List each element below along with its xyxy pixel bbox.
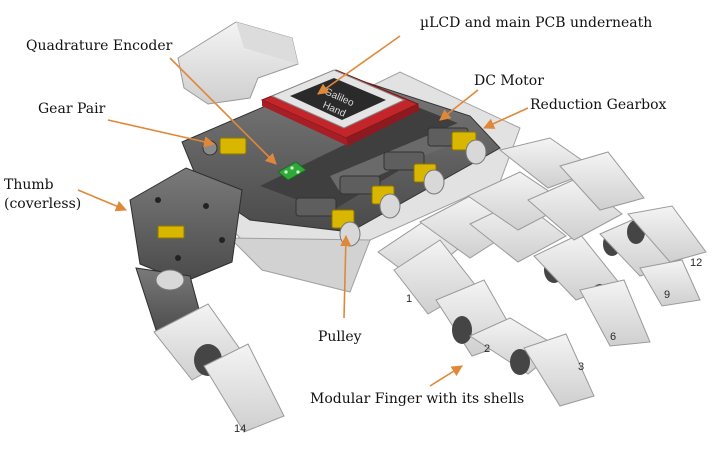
gear-pair bbox=[202, 137, 247, 156]
label-modular-finger: Modular Finger with its shells bbox=[310, 391, 525, 407]
label-lcd-pcb: µLCD and main PCB underneath bbox=[420, 15, 653, 31]
finger-number-labels: 1 2 3 6 9 12 14 bbox=[234, 257, 702, 435]
finger-number-9: 9 bbox=[664, 289, 670, 301]
quadrature-encoder bbox=[277, 161, 307, 181]
label-dc-motor: DC Motor bbox=[474, 73, 544, 89]
arrow-pulley bbox=[340, 234, 352, 319]
finger-little bbox=[498, 137, 707, 263]
label-gear-pair: Gear Pair bbox=[38, 101, 106, 117]
finger-number-2: 2 bbox=[484, 343, 490, 355]
arrow-modular-finger bbox=[429, 365, 463, 387]
finger-number-12: 12 bbox=[690, 257, 702, 269]
finger-number-3: 3 bbox=[578, 361, 584, 373]
arrow-thumb bbox=[77, 189, 128, 212]
arrow-encoder bbox=[169, 57, 277, 165]
arrow-dc-motor bbox=[439, 89, 479, 121]
label-reduction-gearbox: Reduction Gearbox bbox=[530, 97, 667, 113]
motor-1 bbox=[295, 197, 361, 247]
thumb-assembly bbox=[129, 167, 285, 433]
motor-row bbox=[295, 127, 487, 247]
finger-ring bbox=[466, 171, 701, 307]
motor-4 bbox=[427, 127, 487, 165]
finger-number-1: 1 bbox=[406, 293, 412, 305]
label-thumb-coverless: (coverless) bbox=[4, 196, 82, 212]
callout-arrows bbox=[77, 35, 529, 387]
wrist-block bbox=[177, 21, 299, 105]
motor-3 bbox=[383, 151, 445, 195]
finger-number-6: 6 bbox=[610, 331, 616, 343]
label-thumb: Thumb bbox=[4, 177, 54, 193]
arrow-gear-pair bbox=[107, 119, 216, 148]
motor-2 bbox=[339, 175, 401, 219]
lcd-module: Galileo Hand bbox=[260, 69, 420, 146]
arrow-lcd bbox=[317, 35, 401, 95]
label-quadrature-encoder: Quadrature Encoder bbox=[26, 38, 173, 54]
label-pulley: Pulley bbox=[318, 329, 362, 345]
arrow-gearbox bbox=[482, 107, 529, 129]
finger-number-14: 14 bbox=[234, 423, 246, 435]
